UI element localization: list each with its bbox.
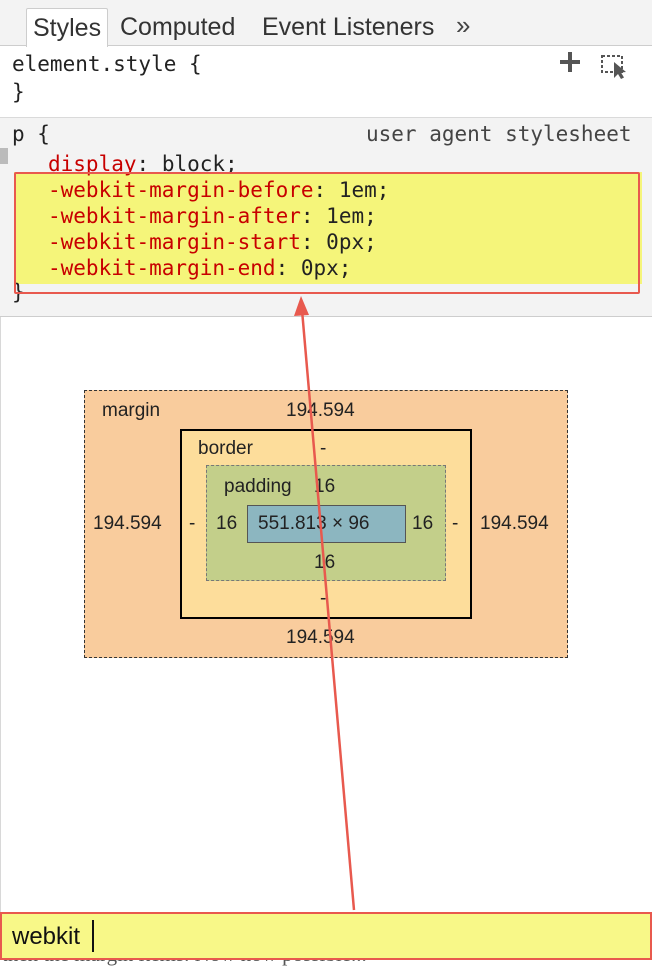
declaration-webkit-margin-end[interactable]: -webkit-margin-end: 0px; — [48, 256, 352, 280]
more-tabs-chevron-icon[interactable]: » — [456, 10, 471, 40]
padding-left-value[interactable]: 16 — [216, 513, 238, 534]
declaration-property: -webkit-margin-start — [48, 230, 301, 254]
toggle-element-state-icon[interactable] — [600, 52, 632, 80]
panel-left-border — [0, 47, 1, 960]
margin-bottom-value[interactable]: 194.594 — [286, 627, 355, 648]
rule-origin-label: user agent stylesheet — [366, 122, 632, 146]
declaration-property: -webkit-margin-before — [48, 178, 314, 202]
border-label: border — [198, 438, 253, 459]
declaration-value: 1em; — [326, 204, 377, 228]
margin-left-value[interactable]: 194.594 — [93, 513, 162, 534]
padding-right-value[interactable]: 16 — [412, 513, 434, 534]
border-top-value[interactable]: - — [320, 438, 327, 459]
declaration-value: 1em; — [338, 178, 390, 202]
declaration-value: 0px; — [326, 230, 377, 254]
declaration-webkit-margin-start[interactable]: -webkit-margin-start: 0px; — [48, 230, 377, 254]
tab-computed[interactable]: Computed — [120, 13, 236, 41]
declaration-property: -webkit-margin-after — [48, 204, 301, 228]
sidebar-tab-bar: Styles Computed Event Listeners » — [0, 0, 652, 47]
styles-filter-input[interactable] — [12, 920, 612, 954]
margin-right-value[interactable]: 194.594 — [480, 513, 549, 534]
element-style-close-brace: } — [12, 80, 25, 104]
margin-top-value[interactable]: 194.594 — [286, 400, 355, 421]
declaration-property: -webkit-margin-end — [48, 256, 276, 280]
border-right-value[interactable]: - — [452, 513, 459, 534]
tab-styles[interactable]: Styles — [26, 8, 109, 47]
tab-event-listeners[interactable]: Event Listeners — [262, 13, 435, 41]
rule-selector[interactable]: p { — [12, 122, 50, 146]
padding-top-value[interactable]: 16 — [314, 476, 336, 497]
annotation-highlight-box — [14, 172, 640, 294]
margin-label: margin — [102, 400, 161, 421]
rule-gutter-marker — [0, 148, 8, 164]
text-caret — [92, 920, 94, 952]
border-left-value[interactable]: - — [189, 513, 196, 534]
element-style-section — [0, 47, 652, 118]
content-size-value[interactable]: 551.813 × 96 — [258, 513, 370, 534]
declaration-value: 0px; — [300, 256, 352, 280]
search-match-highlight — [14, 172, 642, 284]
styles-filter-bar — [0, 912, 652, 960]
padding-label: padding — [224, 476, 292, 497]
element-style-selector[interactable]: element.style { — [12, 52, 202, 76]
padding-bottom-value[interactable]: 16 — [314, 552, 336, 573]
border-bottom-value[interactable]: - — [320, 588, 327, 609]
declaration-webkit-margin-after[interactable]: -webkit-margin-after: 1em; — [48, 204, 377, 228]
declaration-webkit-margin-before[interactable]: -webkit-margin-before: 1em; — [48, 178, 390, 202]
new-style-rule-plus-icon[interactable] — [558, 50, 582, 74]
